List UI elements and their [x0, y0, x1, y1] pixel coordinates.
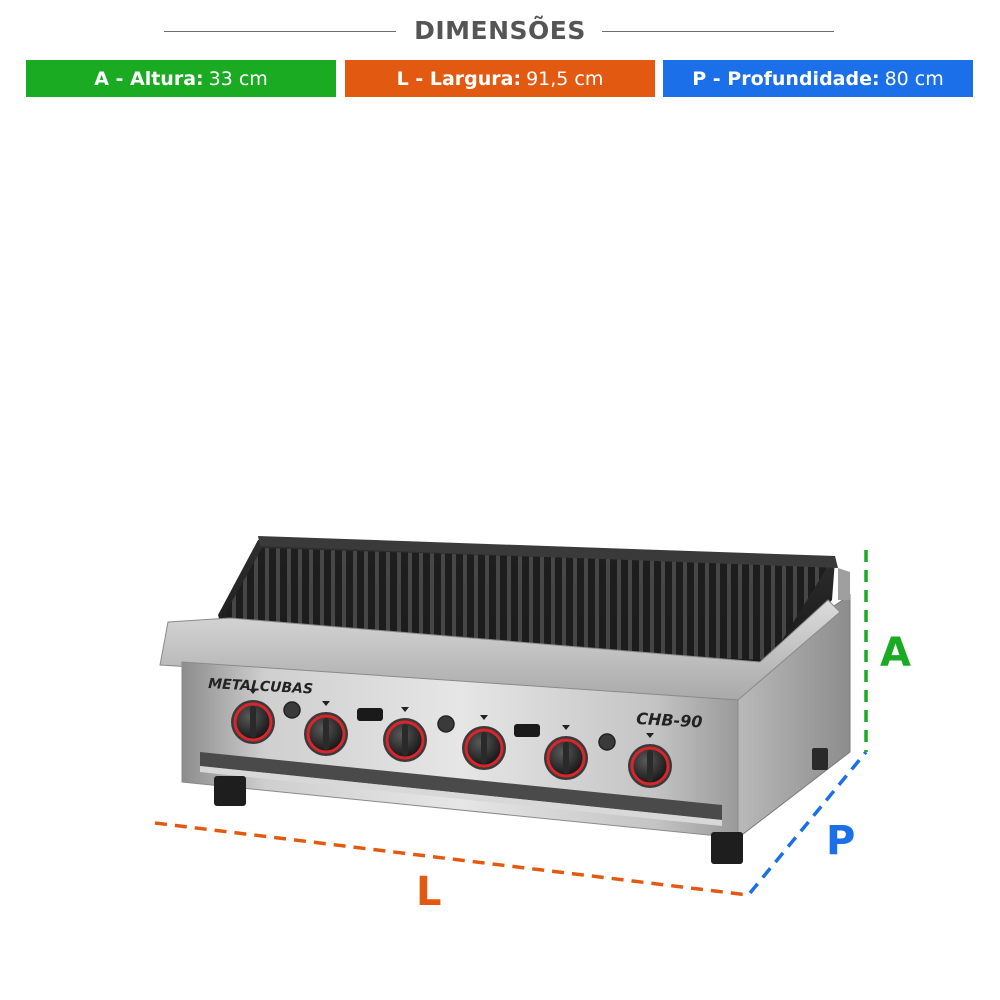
width-dimension-line	[154, 821, 749, 897]
drip-tray-slot	[200, 752, 722, 820]
grill-back-lip	[258, 536, 838, 568]
height-axis-label: A	[880, 630, 911, 676]
dimension-depth-label: P - Profundidade:	[692, 67, 880, 90]
drip-tray-edge	[200, 766, 722, 826]
ignition-button-2[interactable]	[437, 715, 455, 733]
dimension-height-bar: A - Altura: 33 cm	[26, 60, 336, 97]
width-axis-label: L	[416, 869, 442, 915]
model-label: CHB-90	[636, 709, 703, 731]
knob-6[interactable]	[628, 733, 672, 788]
indicator-window-1	[357, 708, 383, 721]
right-back-plate	[838, 568, 850, 600]
leg-back-right	[812, 748, 828, 770]
title-divider-right	[602, 31, 834, 32]
knob-5[interactable]	[544, 725, 588, 780]
dimension-width-bar: L - Largura: 91,5 cm	[345, 60, 655, 97]
brand-label: METALCUBAS	[208, 676, 314, 697]
indicator-window-2	[514, 724, 540, 737]
title-row: DIMENSÕES	[0, 14, 1000, 50]
dimension-depth-bar: P - Profundidade: 80 cm	[663, 60, 973, 97]
knob-1[interactable]	[231, 689, 275, 744]
knob-3[interactable]	[383, 707, 427, 762]
dimension-width-value: 91,5 cm	[526, 67, 604, 90]
title-divider-left	[164, 31, 396, 32]
dimension-height-value: 33 cm	[208, 67, 268, 90]
leg-front-left	[214, 776, 246, 806]
ignition-button-3[interactable]	[598, 733, 616, 751]
dimension-width-label: L - Largura:	[396, 67, 522, 90]
dimension-depth-value: 80 cm	[884, 67, 944, 90]
depth-dimension-line	[748, 750, 868, 895]
leg-front-right	[711, 832, 743, 864]
page-title: DIMENSÕES	[414, 16, 586, 45]
ignition-button-1[interactable]	[283, 701, 301, 719]
knob-2[interactable]	[304, 701, 348, 756]
knob-4[interactable]	[462, 715, 506, 770]
depth-axis-label: P	[826, 818, 855, 864]
dimension-height-label: A - Altura:	[94, 67, 204, 90]
